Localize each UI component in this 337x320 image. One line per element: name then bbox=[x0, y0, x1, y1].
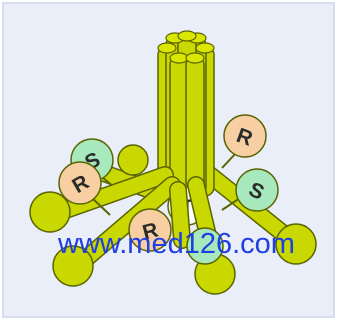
watermark-text: www.med126.com bbox=[58, 228, 295, 261]
